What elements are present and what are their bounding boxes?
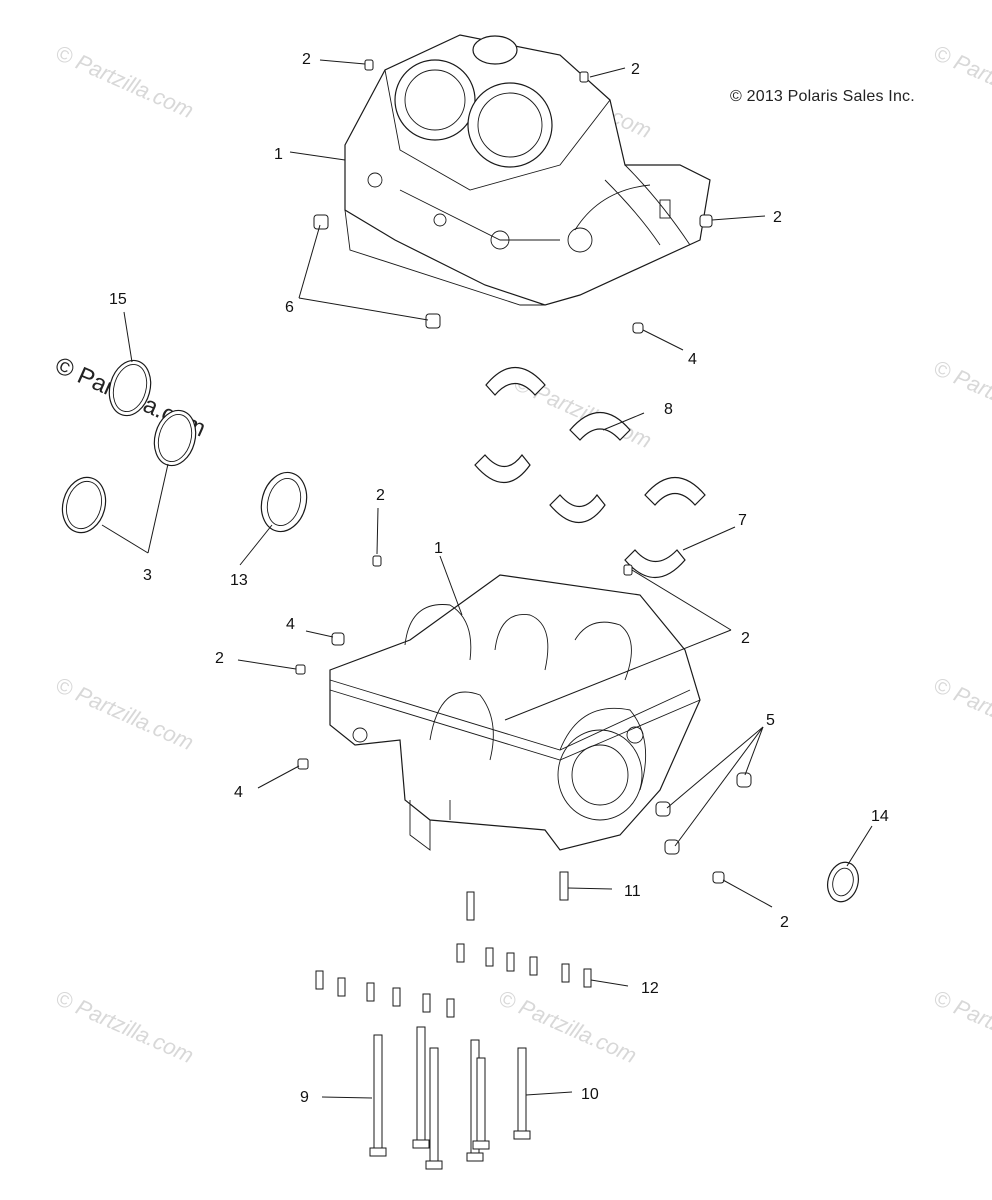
bolts-11-12 [315,871,592,1018]
callout-2-a: 2 [302,51,311,68]
callout-2-e: 2 [215,650,224,667]
callout-10: 10 [581,1086,599,1103]
callout-2-c: 2 [773,209,782,226]
bearing-shells [474,367,706,579]
long-bolts-9-10 [369,1026,531,1170]
callout-2-g: 2 [780,914,789,931]
plugs-6 [313,214,441,329]
callout-12: 12 [641,980,659,997]
callout-1-upper: 1 [274,146,283,163]
seals-and-orings [61,359,859,903]
callout-11: 11 [624,883,641,900]
callout-13: 13 [230,572,248,589]
callout-14: 14 [871,808,889,825]
callout-7: 7 [738,512,747,529]
callout-8: 8 [664,401,673,418]
callout-1-lower: 1 [434,540,443,557]
callout-9: 9 [300,1089,309,1106]
callout-2-d: 2 [376,487,385,504]
dowel-pins [295,59,725,884]
lower-crankcase [329,574,701,851]
leader-lines [101,59,873,1099]
callout-3: 3 [143,567,152,584]
upper-crankcase [344,34,711,306]
callout-4-c: 4 [234,784,243,801]
bushings-5 [655,772,752,855]
callout-4-b: 4 [286,616,295,633]
callout-5: 5 [766,712,775,729]
callout-4-a: 4 [688,351,697,368]
callout-2-f: 2 [741,630,750,647]
callout-15: 15 [109,291,127,308]
copyright-notice: © 2013 Polaris Sales Inc. [730,88,915,105]
callout-labels: 1 2 2 2 4 6 15 3 13 2 1 8 7 4 2 4 2 5 14… [109,51,889,1106]
callout-6: 6 [285,299,294,316]
callout-2-b: 2 [631,61,640,78]
